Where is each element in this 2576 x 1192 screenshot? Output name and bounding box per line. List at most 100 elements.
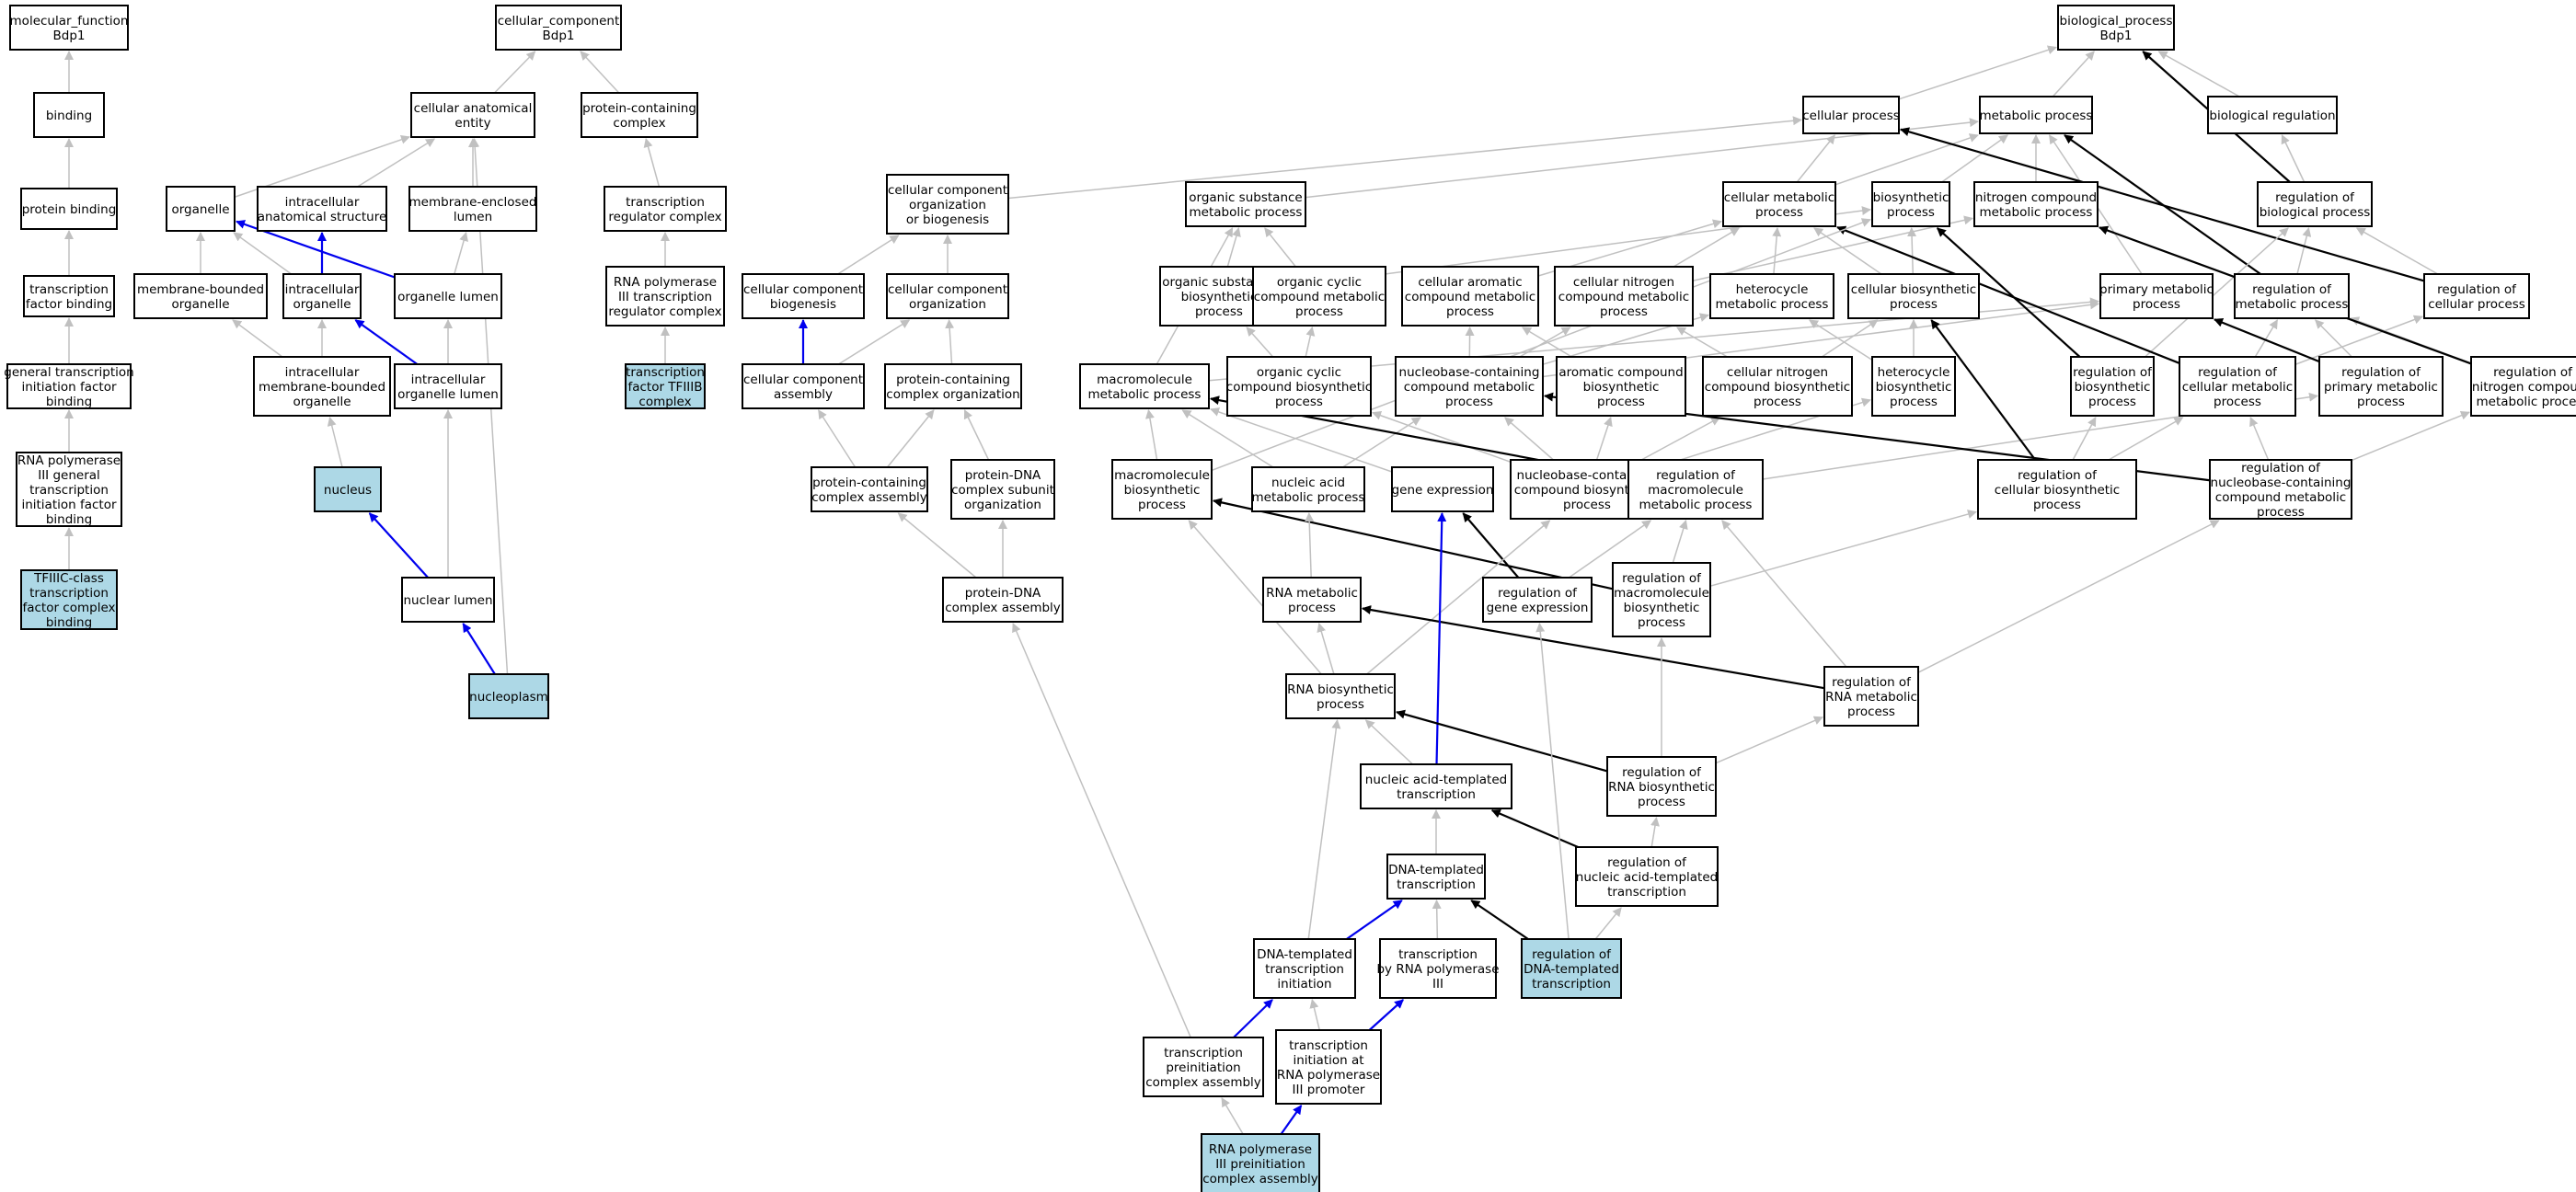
node-label-line: process — [1288, 601, 1336, 615]
node-label-line: lumen — [454, 210, 492, 224]
node-pb[interactable]: protein binding — [20, 188, 118, 230]
node-bind[interactable]: binding — [33, 92, 105, 138]
node-br[interactable]: biological regulation — [2207, 96, 2338, 134]
node-label-line: process — [1195, 304, 1243, 319]
node-box — [133, 273, 268, 319]
node-mp[interactable]: metabolic process — [1979, 96, 2093, 134]
node-org[interactable]: organelle — [166, 186, 236, 232]
node-label-line: transcription — [1164, 1046, 1243, 1060]
node-rnbcmp[interactable]: regulation ofnucleobase-containingcompou… — [2209, 459, 2352, 520]
node-box — [1554, 266, 1694, 327]
node-ge[interactable]: gene expression — [1391, 466, 1494, 512]
node-box — [2070, 356, 2155, 417]
node-label-line: biosynthetic — [1124, 483, 1201, 498]
node-label-line: regulation of — [1532, 947, 1612, 962]
node-ol[interactable]: organelle lumen — [394, 273, 502, 319]
node-label-line: binding — [46, 512, 92, 527]
node-cp[interactable]: cellular process — [1802, 96, 1900, 134]
edge-cbp-to-cmp — [1813, 227, 1882, 275]
edge-cca-to-cco — [838, 319, 911, 365]
node-box — [942, 577, 1064, 623]
edge-cp-to-bp — [1898, 45, 2057, 100]
edge-rdt-to-dt — [1470, 900, 1529, 940]
node-nl[interactable]: nuclear lumen — [401, 577, 495, 623]
node-box — [9, 5, 129, 51]
node-nuc[interactable]: nucleus — [314, 466, 382, 512]
node-label-line: Bdp1 — [53, 29, 86, 43]
node-np[interactable]: nucleoplasm — [468, 673, 549, 719]
node-label-line: intracellular — [285, 195, 360, 210]
node-rmbp[interactable]: regulation ofmacromoleculebiosyntheticpr… — [1612, 562, 1711, 637]
edge-cmp-to-cp — [1796, 134, 1835, 183]
node-box — [1111, 459, 1213, 520]
